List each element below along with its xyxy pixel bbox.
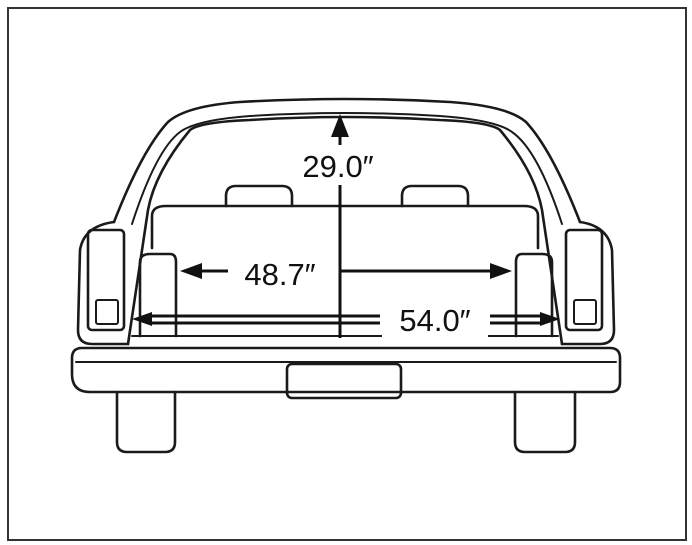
inner-width-arrow-left-icon	[180, 263, 202, 279]
right-tail-light	[564, 228, 604, 332]
right-wheel-housing	[514, 252, 554, 338]
height-arrow-up-icon	[331, 114, 349, 137]
body-outline	[112, 97, 582, 224]
outer-width-arrow-left-icon	[132, 312, 152, 326]
rear-seat-back	[150, 204, 540, 250]
outer-width-arrow-right-icon	[540, 312, 560, 326]
left-wheel-housing	[138, 252, 178, 338]
left-tail-light-lens	[95, 299, 119, 325]
right-body-side	[560, 220, 616, 346]
height-label: 29.0″	[302, 149, 373, 184]
license-plate	[285, 362, 403, 400]
outer-width-dimension: 54.0″	[132, 300, 560, 338]
left-tire	[115, 390, 177, 454]
height-label-bg	[284, 145, 392, 185]
left-headrest	[224, 184, 294, 208]
outer-width-label: 54.0″	[399, 303, 470, 338]
cargo-opening	[126, 115, 564, 346]
rear-bumper	[70, 346, 622, 394]
border-frame	[7, 7, 687, 541]
left-body-side	[76, 220, 130, 346]
right-tire	[513, 390, 577, 454]
right-tail-light-lens	[573, 299, 597, 325]
right-headrest	[400, 184, 470, 208]
inner-width-arrow-right-icon	[490, 263, 512, 279]
inner-width-dimension: 48.7″	[180, 257, 512, 292]
height-dimension: 29.0″	[284, 114, 392, 338]
roof-inner-line	[131, 112, 563, 225]
inner-width-label: 48.7″	[244, 257, 315, 292]
left-tail-light	[86, 228, 126, 332]
outer-width-label-bg	[382, 300, 488, 338]
